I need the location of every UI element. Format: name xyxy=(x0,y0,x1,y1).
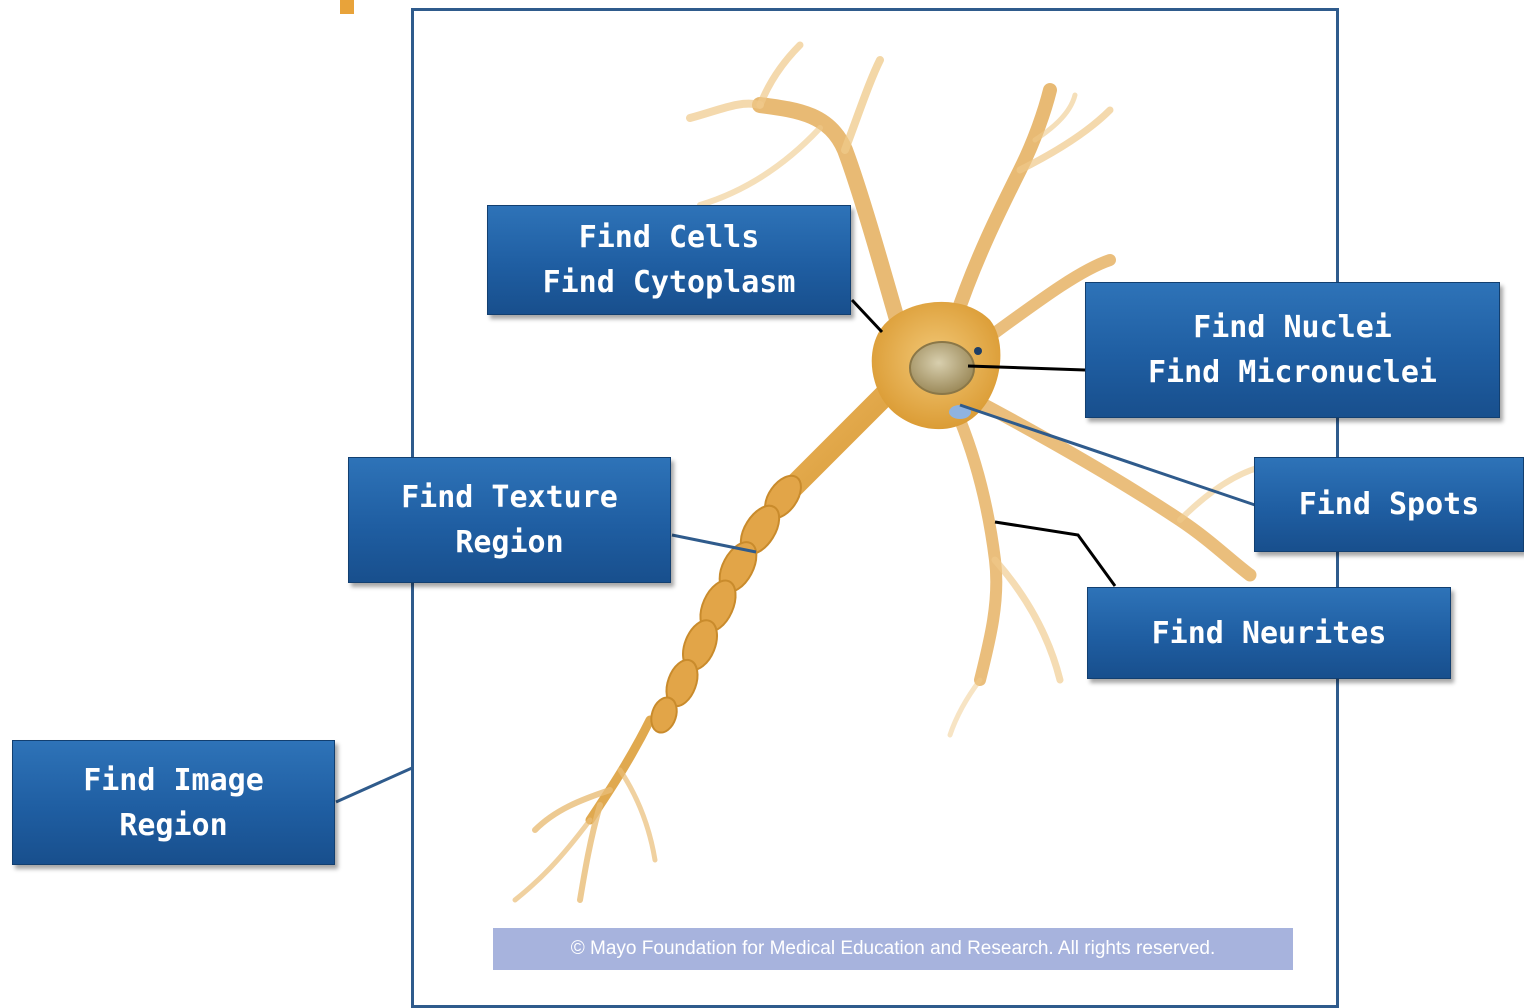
texture-region-label: Region xyxy=(455,520,563,565)
copyright-banner: © Mayo Foundation for Medical Education … xyxy=(493,928,1293,970)
find-spots-box[interactable]: Find Spots xyxy=(1254,457,1524,552)
find-spots-label: Find Spots xyxy=(1299,482,1480,527)
image-region-connector xyxy=(336,768,412,802)
myelin-sheath xyxy=(647,469,808,736)
find-texture-region-box[interactable]: Find Texture Region xyxy=(348,457,671,583)
find-neurites-box[interactable]: Find Neurites xyxy=(1087,587,1451,679)
image-region-label: Region xyxy=(119,803,227,848)
find-image-region-box[interactable]: Find Image Region xyxy=(12,740,335,865)
find-texture-label: Find Texture xyxy=(401,475,618,520)
nucleus xyxy=(910,342,974,394)
micronucleus-dot xyxy=(974,347,982,355)
find-micronuclei-label: Find Micronuclei xyxy=(1148,350,1437,395)
find-cells-box[interactable]: Find Cells Find Cytoplasm xyxy=(487,205,851,315)
find-cells-label: Find Cells xyxy=(579,215,760,260)
find-nuclei-label: Find Nuclei xyxy=(1193,305,1392,350)
cells-connector xyxy=(852,300,882,332)
neurites-connector xyxy=(995,522,1115,586)
find-neurites-label: Find Neurites xyxy=(1152,611,1387,656)
spots-connector xyxy=(960,405,1255,505)
find-nuclei-box[interactable]: Find Nuclei Find Micronuclei xyxy=(1085,282,1500,418)
find-image-label: Find Image xyxy=(83,758,264,803)
find-cytoplasm-label: Find Cytoplasm xyxy=(543,260,796,305)
